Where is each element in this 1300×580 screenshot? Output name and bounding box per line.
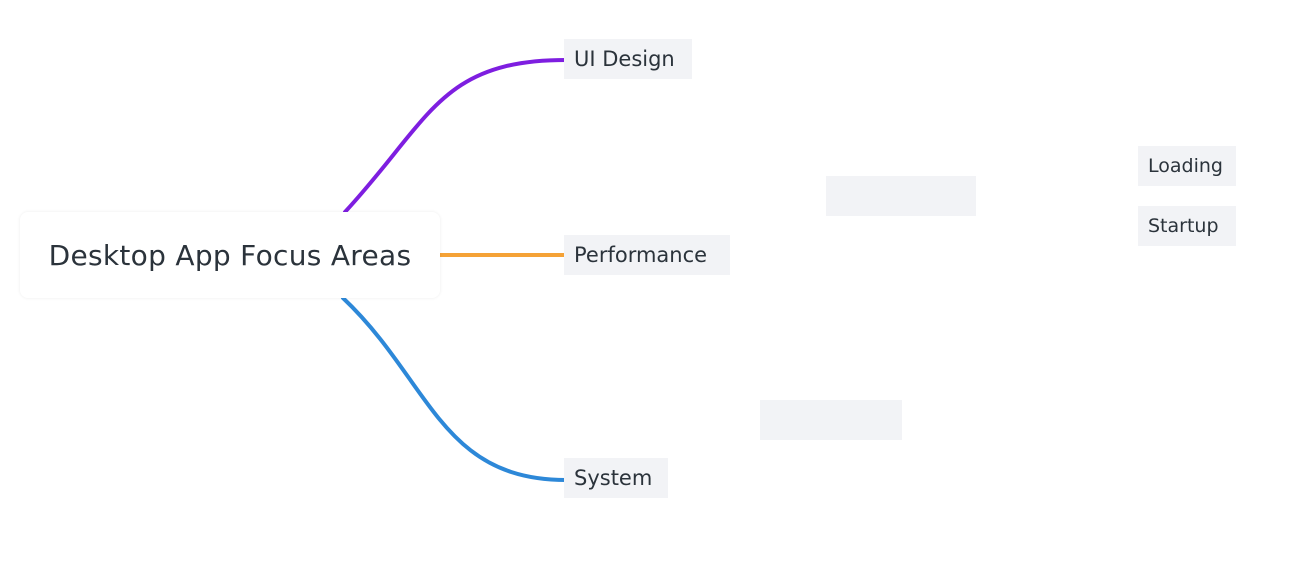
empty-node[interactable] [826, 176, 976, 216]
root-node-label: Desktop App Focus Areas [48, 238, 412, 272]
branch-label: System [574, 466, 653, 490]
leaf-label: Loading [1148, 155, 1223, 177]
branch-node-ui-design[interactable]: UI Design [564, 39, 692, 79]
root-node[interactable]: Desktop App Focus Areas [20, 212, 440, 298]
edge-system [341, 296, 568, 482]
branch-label: UI Design [574, 47, 675, 71]
leaf-node-loading[interactable]: Loading [1138, 146, 1236, 186]
branch-node-system[interactable]: System [564, 458, 668, 498]
empty-node[interactable] [760, 400, 902, 440]
branch-node-performance[interactable]: Performance [564, 235, 730, 275]
leaf-label: Startup [1148, 215, 1219, 237]
branch-label: Performance [574, 243, 708, 267]
edge-ui-design [343, 58, 568, 214]
leaf-node-startup[interactable]: Startup [1138, 206, 1236, 246]
